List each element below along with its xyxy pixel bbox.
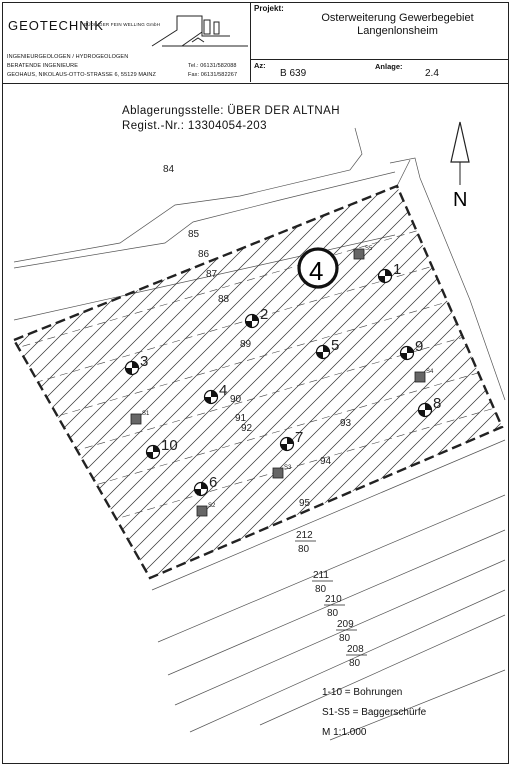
- legend-test-pits: S1-S5 = Baggerschürfe: [322, 707, 427, 718]
- parcel-number-94: 94: [320, 456, 332, 467]
- fraction-numerator-210: 210: [325, 594, 342, 605]
- test-pit-label-s4: S4: [426, 369, 434, 375]
- fraction-denominator-208: 80: [349, 658, 361, 669]
- plan-number: 4: [309, 256, 323, 286]
- borehole-7: 7: [279, 429, 303, 452]
- borehole-label-2: 2: [260, 306, 268, 323]
- borehole-label-5: 5: [331, 337, 339, 354]
- borehole-10: 10: [145, 437, 178, 460]
- company-line2: BERATENDE INGENIEURE: [7, 63, 78, 69]
- north-label: N: [453, 189, 467, 211]
- project-title-line1: Osterweiterung Gewerbegebiet: [321, 12, 474, 24]
- company-address: GEOHAUS, NIKOLAUS-OTTO-STRASSE 6, 55129 …: [7, 72, 156, 78]
- parcel-number-90: 90: [230, 394, 242, 405]
- parcel-number-86: 86: [198, 249, 210, 260]
- test-pit-label-s1: S1: [142, 411, 150, 417]
- parcel-number-85: 85: [188, 229, 200, 240]
- fraction-denominator-209: 80: [339, 633, 351, 644]
- title-block: GEOTECHNIK BÜDINGER FEIN WELLING GmbH IN…: [2, 2, 509, 84]
- project-title: Osterweiterung Gewerbegebiet Langenlonsh…: [290, 12, 505, 38]
- site-name: Ablagerungsstelle: ÜBER DER ALTNAH: [122, 105, 340, 117]
- test-pit-label-s2: S2: [208, 503, 216, 509]
- test-pit-label-s5: S5: [365, 246, 373, 252]
- landfill-hatching: [14, 186, 502, 578]
- borehole-5: 5: [315, 337, 339, 360]
- parcel-number-89: 89: [240, 339, 252, 350]
- company-logo: [151, 15, 248, 47]
- road-east-2: [396, 159, 411, 187]
- parcel-south-6: [259, 614, 506, 726]
- fraction-numerator-208: 208: [347, 644, 364, 655]
- test-pit-s2: S2: [196, 503, 216, 517]
- company-line1: INGENIEURGEOLOGEN / HYDROGEOLOGEN: [7, 54, 129, 60]
- parcel-boundary-3: [13, 234, 396, 321]
- plan-number-marker: 4: [297, 247, 339, 289]
- fraction-denominator-212: 80: [298, 544, 310, 555]
- test-pit-label-s3: S3: [284, 465, 292, 471]
- project-label: Projekt:: [254, 4, 284, 13]
- site-registration: Regist.-Nr.: 13304054-203: [122, 120, 267, 132]
- az-value: B 639: [280, 68, 307, 79]
- project-title-line2: Langenlonsheim: [357, 25, 438, 37]
- borehole-3: 3: [124, 353, 148, 376]
- borehole-label-8: 8: [433, 395, 441, 412]
- borehole-label-10: 10: [161, 437, 178, 454]
- test-pit-s5: S5: [353, 246, 373, 260]
- company-subtitle: BÜDINGER FEIN WELLING GmbH: [84, 22, 161, 27]
- parcel-boundary-2: [13, 171, 396, 269]
- parcel-number-88: 88: [218, 294, 230, 305]
- borehole-9: 9: [399, 338, 423, 361]
- parcel-south-5: [189, 589, 506, 733]
- borehole-6: 6: [193, 474, 217, 497]
- test-pit-s4: S4: [414, 369, 434, 383]
- project-divider: [250, 59, 509, 60]
- borehole-label-1: 1: [393, 261, 401, 278]
- legend-boreholes: 1-10 = Bohrungen: [322, 687, 403, 698]
- borehole-label-6: 6: [209, 474, 217, 491]
- borehole-label-9: 9: [415, 338, 423, 355]
- parcel-boundary-north: [13, 127, 363, 263]
- borehole-label-3: 3: [140, 353, 148, 370]
- drawing-frame: [2, 2, 509, 764]
- site-title: Ablagerungsstelle: ÜBER DER ALTNAH Regis…: [122, 104, 340, 134]
- borehole-8: 8: [417, 395, 441, 418]
- borehole-1: 1: [377, 261, 401, 284]
- borehole-2: 2: [244, 306, 268, 329]
- parcel-south-7: [329, 669, 506, 741]
- fraction-numerator-211: 211: [313, 570, 329, 581]
- project-block: Projekt: Osterweiterung Gewerbegebiet La…: [250, 2, 509, 82]
- legend-scale: M 1:1.000: [322, 727, 367, 738]
- az-label: Az:: [254, 61, 266, 70]
- parcel-number-84: 84: [163, 164, 175, 175]
- borehole-label-7: 7: [295, 429, 303, 446]
- borehole-label-4: 4: [219, 382, 227, 399]
- fraction-numerator-209: 209: [337, 619, 354, 630]
- company-tel: Tel.: 06131/582088: [188, 63, 237, 69]
- landfill-boundary: [12, 184, 504, 580]
- parcel-south-3: [167, 529, 506, 676]
- fraction-numerator-212: 212: [296, 530, 313, 541]
- borehole-4: 4: [203, 382, 227, 405]
- test-pit-s1: S1: [130, 411, 150, 425]
- parcel-number-92: 92: [241, 423, 253, 434]
- anlage-label: Anlage:: [375, 62, 403, 71]
- parcel-number-95: 95: [299, 498, 311, 509]
- company-name: GEOTECHNIK: [8, 18, 104, 33]
- parcel-south-2: [157, 494, 506, 643]
- parcel-south-4: [174, 559, 506, 706]
- fraction-denominator-210: 80: [327, 608, 339, 619]
- parcel-number-87: 87: [206, 269, 218, 280]
- parcel-lines: [13, 127, 506, 741]
- anlage-value: 2.4: [425, 68, 439, 79]
- fraction-denominator-211: 80: [315, 584, 327, 595]
- parcel-south-1: [151, 439, 506, 591]
- company-fax: Fax: 06131/582267: [188, 72, 238, 78]
- parcel-number-93: 93: [340, 418, 352, 429]
- company-block: GEOTECHNIK BÜDINGER FEIN WELLING GmbH IN…: [2, 2, 251, 82]
- test-pit-s3: S3: [272, 465, 292, 479]
- north-arrow-icon: [450, 121, 470, 185]
- parcel-number-91: 91: [235, 413, 247, 424]
- road-east: [389, 157, 506, 401]
